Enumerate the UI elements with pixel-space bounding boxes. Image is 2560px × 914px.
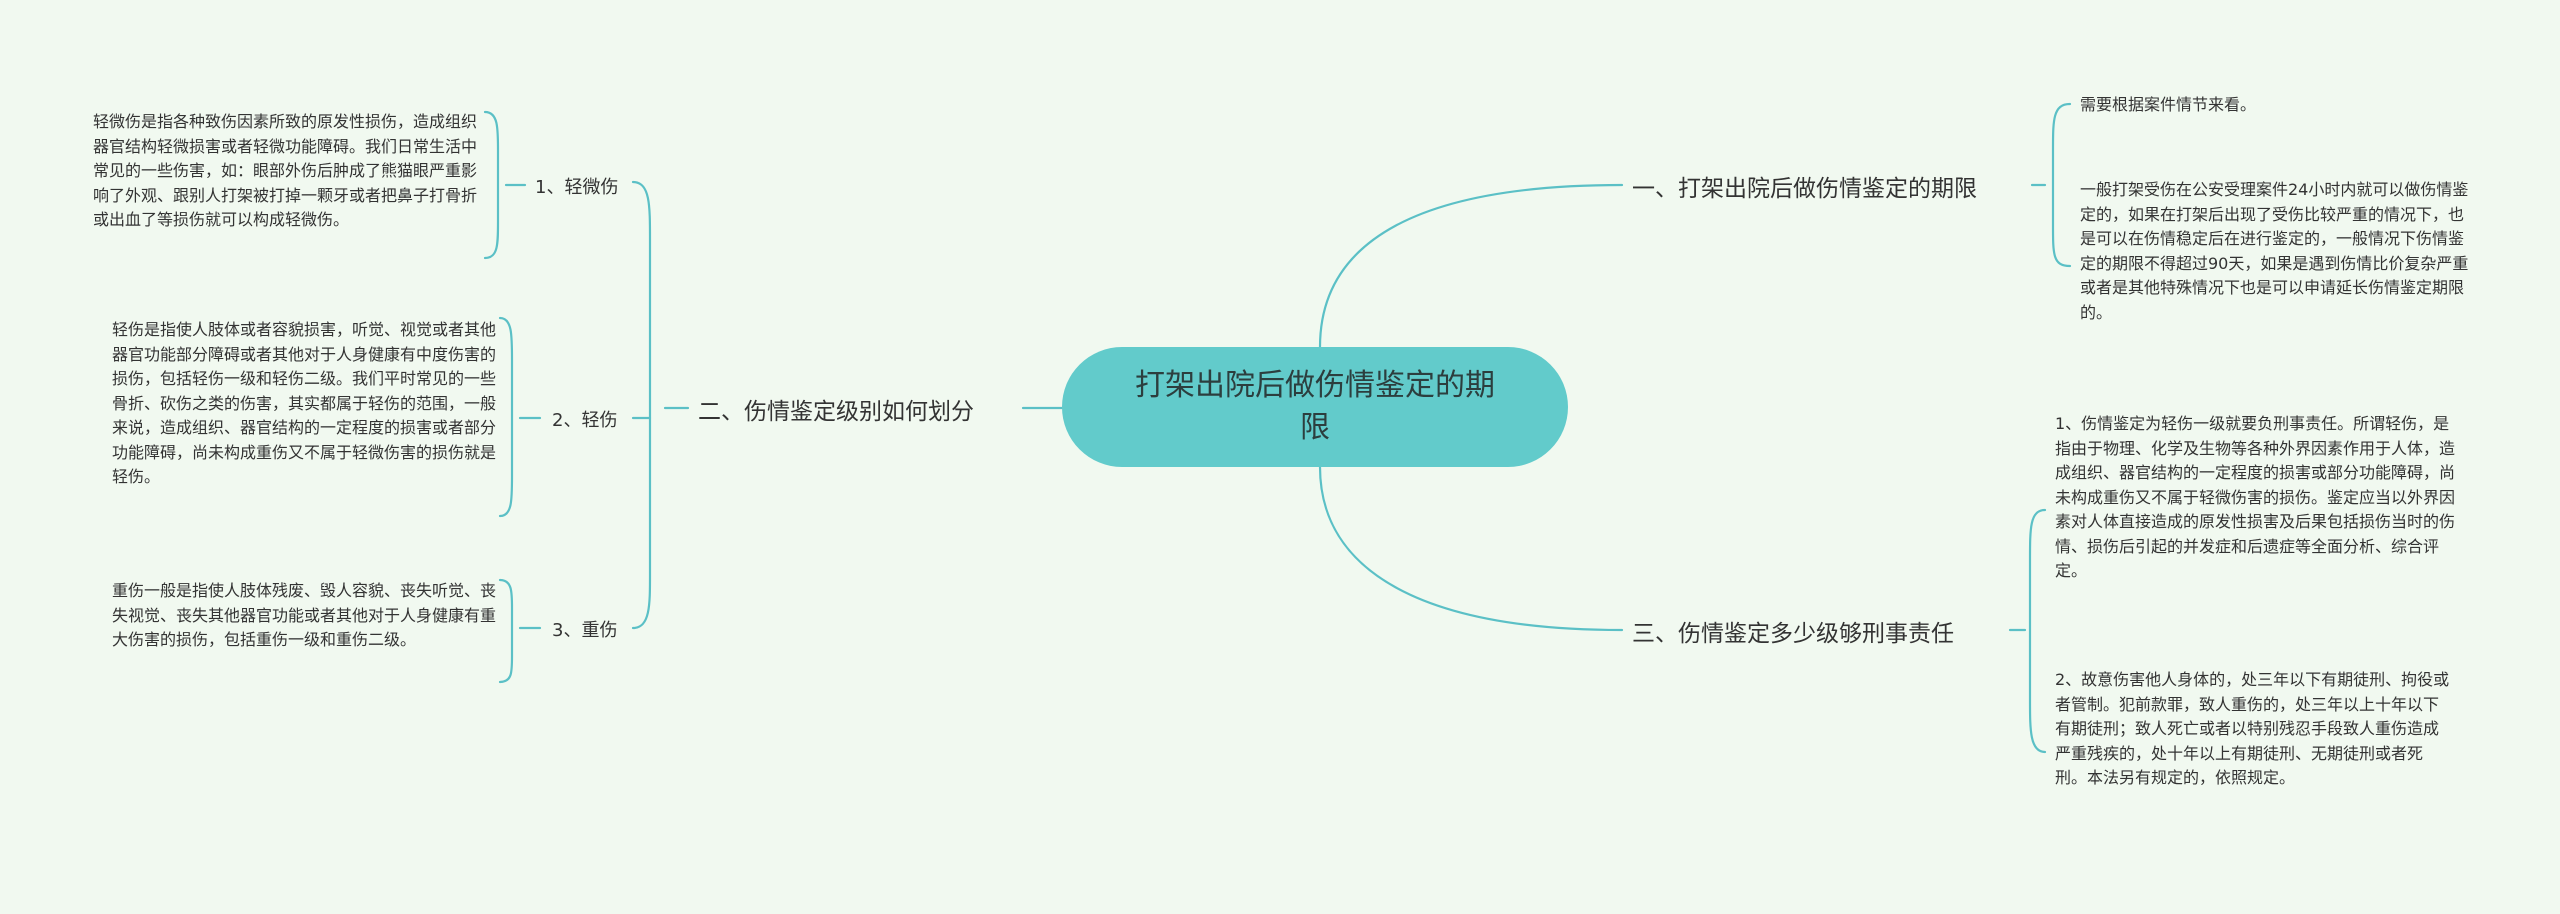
branch-node-1[interactable]: 一、打架出院后做伤情鉴定的期限 xyxy=(1632,176,1977,202)
bracket-b3 xyxy=(2028,508,2047,754)
leaf-sub-3: 重伤一般是指使人肢体残废、毁人容貌、丧失听觉、丧失视觉、丧失其他器官功能或者其他… xyxy=(112,581,497,649)
bracket-sub3 xyxy=(498,578,514,684)
connector-root-b1 xyxy=(1318,183,1624,349)
branch-node-2[interactable]: 二、伤情鉴定级别如何划分 xyxy=(698,399,974,425)
bracket-sub2 xyxy=(498,316,514,518)
sub-node-2[interactable]: 2、轻伤 xyxy=(552,410,618,431)
sub-node-3[interactable]: 3、重伤 xyxy=(552,620,618,641)
leaf-sub-2: 轻伤是指使人肢体或者容貌损害，听觉、视觉或者其他器官功能部分障碍或者其他对于人身… xyxy=(112,320,497,486)
leaf-b1-1: 需要根据案件情节来看。 xyxy=(2080,95,2257,114)
root-title: 打架出院后做伤情鉴定的期限 xyxy=(1135,368,1495,445)
branch-node-3[interactable]: 三、伤情鉴定多少级够刑事责任 xyxy=(1632,621,1954,647)
leaf-b1-2: 一般打架受伤在公安受理案件24小时内就可以做伤情鉴定的，如果在打架后出现了受伤比… xyxy=(2080,180,2469,322)
leaf-b3-1: 1、伤情鉴定为轻伤一级就要负刑事责任。所谓轻伤，是指由于物理、化学及生物等各种外… xyxy=(2055,414,2456,580)
bracket-sub1 xyxy=(483,110,500,260)
bracket-b2 xyxy=(631,180,652,630)
bracket-b1 xyxy=(2051,102,2072,268)
connector-root-b3 xyxy=(1318,465,1624,632)
leaf-b3-2: 2、故意伤害他人身体的，处三年以下有期徒刑、拘役或者管制。犯前款罪，致人重伤的，… xyxy=(2055,670,2450,787)
sub-node-1[interactable]: 1、轻微伤 xyxy=(535,177,619,198)
leaf-sub-1: 轻微伤是指各种致伤因素所致的原发性损伤，造成组织器官结构轻微损害或者轻微功能障碍… xyxy=(93,112,478,229)
root-node[interactable]: 打架出院后做伤情鉴定的期限 xyxy=(1062,347,1568,467)
